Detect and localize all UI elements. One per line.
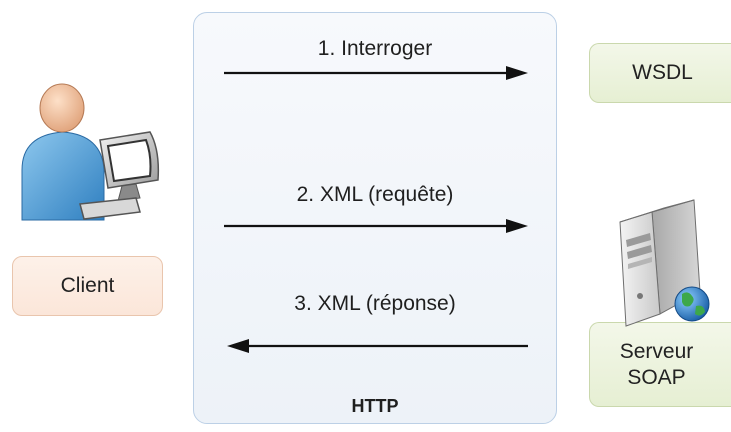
http-label: HTTP — [351, 396, 399, 416]
message-label-xml-reponse: 3. XML (réponse) — [294, 292, 456, 315]
server-label-line2: SOAP — [627, 365, 686, 389]
wsdl-label: WSDL — [632, 61, 693, 85]
server-label-line1: Serveur — [619, 340, 694, 364]
message-label-xml-requete: 2. XML (requête) — [296, 183, 454, 206]
server-box: Serveur SOAP — [589, 322, 731, 407]
server-globe-icon — [612, 196, 712, 331]
user-computer-icon — [18, 80, 168, 225]
client-box: Client — [12, 256, 163, 316]
http-panel: HTTP — [193, 12, 557, 424]
message-label-interroger: 1. Interroger — [317, 37, 433, 60]
wsdl-box: WSDL — [589, 43, 731, 103]
client-label: Client — [60, 274, 115, 298]
